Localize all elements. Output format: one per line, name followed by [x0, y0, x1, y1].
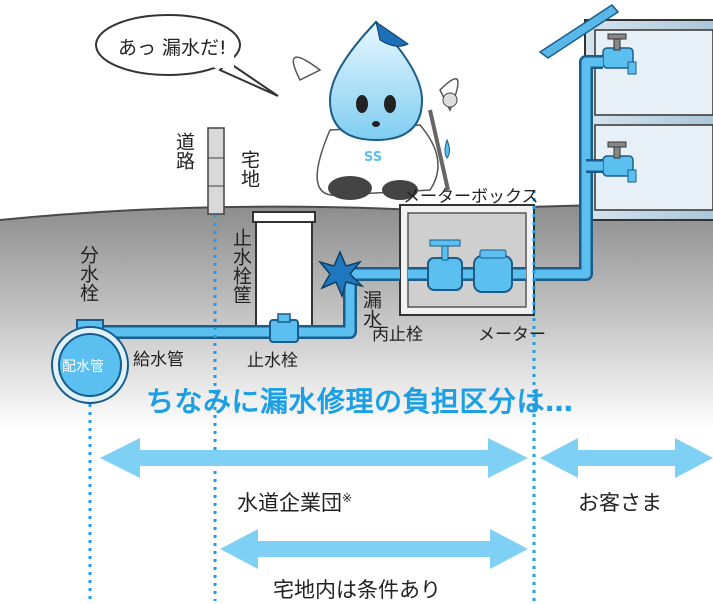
boundary-lines	[88, 190, 536, 601]
water-meter	[473, 249, 513, 293]
label-distribution-pipe: 配水管	[62, 359, 104, 375]
label-meter-box: メーターボックス	[403, 187, 539, 207]
label-leak: 漏水	[360, 290, 382, 328]
range-arrow-residential	[220, 529, 528, 569]
boundary-post	[207, 127, 225, 215]
ground-surface-line	[0, 199, 713, 221]
meter-box	[399, 204, 535, 316]
distribution-pipe-inner	[58, 333, 122, 397]
water-drop-mascot	[292, 20, 459, 200]
range-arrow-water-authority	[100, 438, 528, 478]
range-label-water-authority-note: ※	[342, 491, 353, 505]
range-label-customer: お客さま	[578, 491, 662, 515]
label-stop-valve: 止水栓	[247, 351, 298, 371]
leak-splash-icon	[317, 250, 365, 299]
label-residential-land: 宅地	[238, 150, 260, 188]
range-label-water-authority-text: 水道企業団	[237, 491, 342, 515]
label-service-pipe: 給水管	[133, 350, 184, 370]
range-label-water-authority: 水道企業団※	[237, 487, 352, 517]
label-stop-valve-box: 止水栓筐	[230, 228, 252, 304]
label-meter: メーター	[478, 325, 546, 345]
label-branch-valve: 分水栓	[77, 245, 99, 302]
range-label-residential: 宅地内は条件あり	[273, 578, 441, 602]
speech-bubble-text: あっ 漏水だ!	[118, 37, 227, 59]
stop-valve	[269, 313, 299, 343]
headline: ちなみに漏水修理の負担区分は…	[146, 385, 574, 418]
label-check-valve: 丙止栓	[372, 325, 423, 345]
range-arrow-customer	[540, 438, 713, 478]
speech-bubble	[95, 14, 279, 97]
label-road: 道路	[173, 132, 195, 170]
mascot-badge: SS	[364, 150, 383, 165]
faucet-icon	[602, 33, 637, 75]
check-valve	[427, 239, 463, 291]
